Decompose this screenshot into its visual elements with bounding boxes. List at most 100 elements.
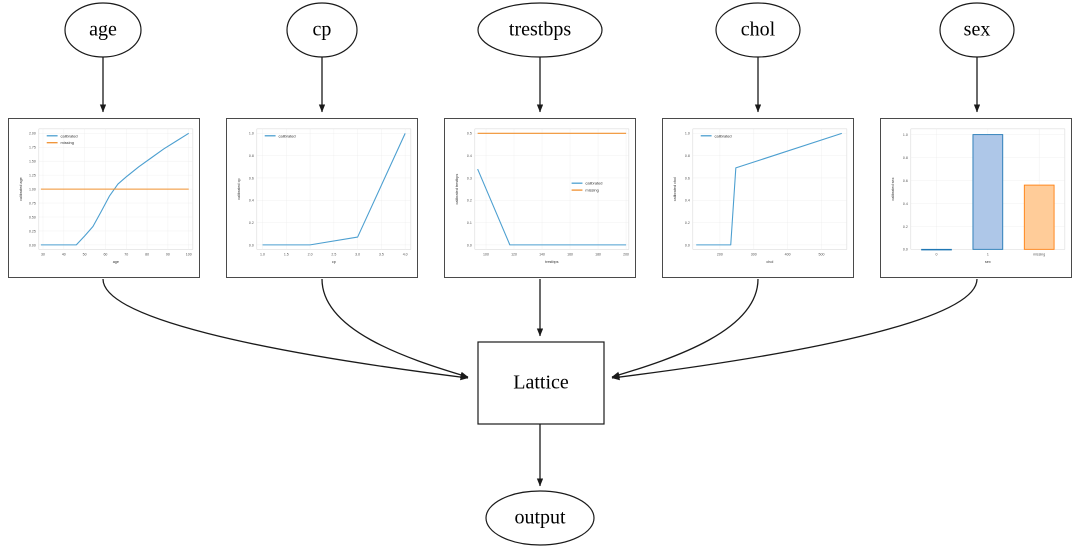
svg-text:calibrated: calibrated [61,133,78,138]
svg-text:1.25: 1.25 [29,174,36,178]
svg-text:age: age [113,260,119,264]
svg-text:160: 160 [567,252,573,256]
svg-text:1.75: 1.75 [29,146,36,150]
svg-text:4.0: 4.0 [403,252,408,256]
svg-text:30: 30 [41,252,45,256]
svg-text:300: 300 [751,252,757,256]
svg-text:0.8: 0.8 [685,154,690,158]
svg-text:3.5: 3.5 [379,252,384,256]
node-cp[interactable]: cp [286,2,358,58]
svg-text:missing: missing [61,140,74,145]
node-output-label: output [514,507,566,529]
svg-text:1.50: 1.50 [29,160,36,164]
chart-to-lattice-arrows [102,278,978,381]
svg-text:100: 100 [186,252,192,256]
svg-text:0.2: 0.2 [685,221,690,225]
node-trestbps[interactable]: trestbps [477,2,603,58]
svg-text:missing: missing [585,188,598,193]
node-to-chart-arrows [99,57,981,113]
svg-text:0.50: 0.50 [29,215,36,219]
svg-text:1.00: 1.00 [29,187,36,191]
svg-text:0.6: 0.6 [903,179,908,183]
svg-text:0.0: 0.0 [467,243,472,247]
node-lattice-label: Lattice [513,372,569,394]
svg-text:2.00: 2.00 [29,132,36,136]
svg-text:cp: cp [332,260,336,264]
svg-text:0.3: 0.3 [467,176,472,180]
svg-text:0.6: 0.6 [249,176,254,180]
svg-text:1: 1 [987,252,989,256]
svg-text:1.0: 1.0 [260,252,265,256]
svg-text:0.0: 0.0 [685,243,690,247]
svg-text:200: 200 [717,252,723,256]
svg-text:calibrated trestbps: calibrated trestbps [455,174,459,205]
node-lattice[interactable]: Lattice [477,341,605,425]
chart-panel-age[interactable]: 0.00 0.25 0.50 0.75 1.00 1.25 1.50 1.75 2.00 30 40… [8,118,200,278]
svg-text:0.2: 0.2 [249,221,254,225]
svg-text:chol: chol [766,260,773,264]
svg-text:40: 40 [62,252,66,256]
svg-text:1.0: 1.0 [249,132,254,136]
node-sex-label: sex [964,19,991,41]
svg-text:0.4: 0.4 [685,199,690,203]
svg-text:400: 400 [785,252,791,256]
svg-text:sex: sex [985,260,991,264]
svg-text:120: 120 [511,252,517,256]
chart-panel-cp[interactable]: 0.0 0.2 0.4 0.6 0.8 1.0 1.0 1.5 2.0 2.5 3.0 3.5 4.0 c… [226,118,418,278]
svg-text:trestbps: trestbps [545,260,558,264]
svg-text:140: 140 [539,252,545,256]
node-cp-label: cp [313,19,332,41]
svg-text:0.2: 0.2 [903,225,908,229]
svg-text:180: 180 [595,252,601,256]
svg-text:2.0: 2.0 [308,252,313,256]
svg-text:0.5: 0.5 [467,132,472,136]
svg-text:100: 100 [483,252,489,256]
chart-age: 0.00 0.25 0.50 0.75 1.00 1.25 1.50 1.75 2.00 30 40… [19,128,194,264]
svg-text:0.0: 0.0 [249,243,254,247]
svg-text:1.0: 1.0 [685,132,690,136]
node-age[interactable]: age [64,2,142,58]
svg-text:calibrated: calibrated [715,133,732,138]
svg-text:calibrated age: calibrated age [19,177,23,201]
svg-text:0.75: 0.75 [29,201,36,205]
svg-text:200: 200 [623,252,629,256]
svg-text:0.1: 0.1 [467,221,472,225]
svg-text:calibrated sex: calibrated sex [891,177,895,200]
svg-text:2.5: 2.5 [331,252,336,256]
svg-text:0.2: 0.2 [467,199,472,203]
svg-text:0.25: 0.25 [29,229,36,233]
svg-text:0.6: 0.6 [685,176,690,180]
svg-text:missing: missing [1033,252,1045,256]
svg-text:0.4: 0.4 [467,154,472,158]
node-trestbps-label: trestbps [509,19,571,41]
svg-text:calibrated chol: calibrated chol [673,177,677,201]
svg-text:0.00: 0.00 [29,243,36,247]
chart-trestbps: 0.0 0.1 0.2 0.3 0.4 0.5 100 120 140 160 180 200 cali… [455,128,629,264]
svg-text:calibrated: calibrated [279,133,296,138]
input-nodes: age cp trestbps chol sex [64,2,1015,58]
node-chol-label: chol [741,19,776,41]
svg-text:0.0: 0.0 [903,248,908,252]
svg-text:1.5: 1.5 [284,252,289,256]
svg-text:0.8: 0.8 [249,154,254,158]
svg-text:70: 70 [124,252,128,256]
svg-text:calibrated cp: calibrated cp [237,178,241,199]
svg-text:50: 50 [83,252,87,256]
node-chol[interactable]: chol [715,2,801,58]
svg-text:3.0: 3.0 [355,252,360,256]
chart-panel-trestbps[interactable]: 0.0 0.1 0.2 0.3 0.4 0.5 100 120 140 160 180 200 cali… [444,118,636,278]
svg-text:0.4: 0.4 [249,199,254,203]
svg-text:60: 60 [103,252,107,256]
node-output[interactable]: output [485,490,595,546]
node-age-label: age [89,19,117,41]
svg-text:1.0: 1.0 [903,133,908,137]
svg-text:80: 80 [145,252,149,256]
svg-text:0: 0 [936,252,938,256]
chart-cp: 0.0 0.2 0.4 0.6 0.8 1.0 1.0 1.5 2.0 2.5 3.0 3.5 4.0 c… [237,128,412,264]
node-sex[interactable]: sex [939,2,1015,58]
